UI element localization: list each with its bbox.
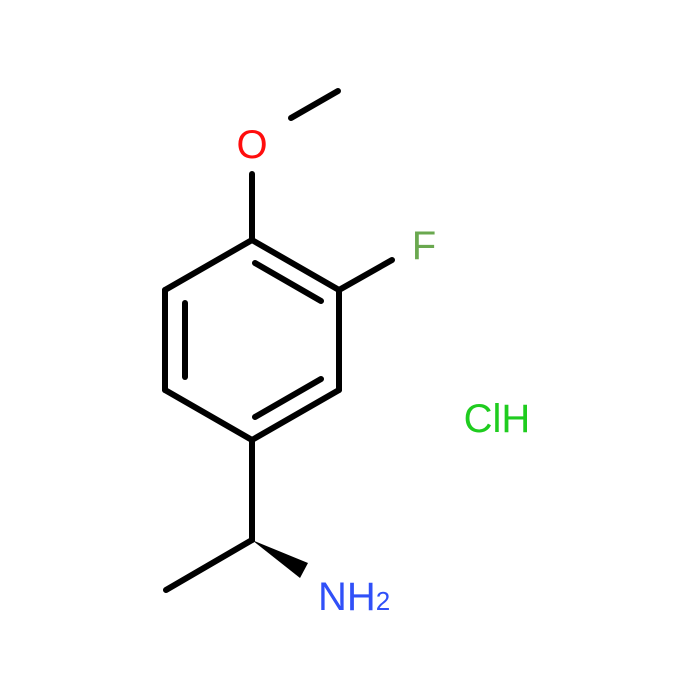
ring-bond-top-right <box>249 237 342 293</box>
ring-bond-bottom-right <box>249 387 342 443</box>
ring-bond-top-left <box>162 237 255 293</box>
amine-main-text: NH <box>318 575 376 619</box>
wedge-bond <box>252 540 308 578</box>
amine-subscript: 2 <box>376 586 390 616</box>
fluorine-label: F <box>412 224 436 268</box>
ring-double-bond-bottom-right <box>252 376 324 420</box>
c-f-bond <box>336 257 395 293</box>
oxygen-label: O <box>236 123 267 167</box>
hcl-label: ClH <box>464 397 531 441</box>
amine-label: NH2 <box>318 575 390 619</box>
methyl-o-bond <box>288 88 341 121</box>
ring-double-bond-top-right <box>252 260 324 304</box>
ring-bond-bottom-left <box>162 387 255 443</box>
chiral-methyl-bond <box>163 537 255 593</box>
